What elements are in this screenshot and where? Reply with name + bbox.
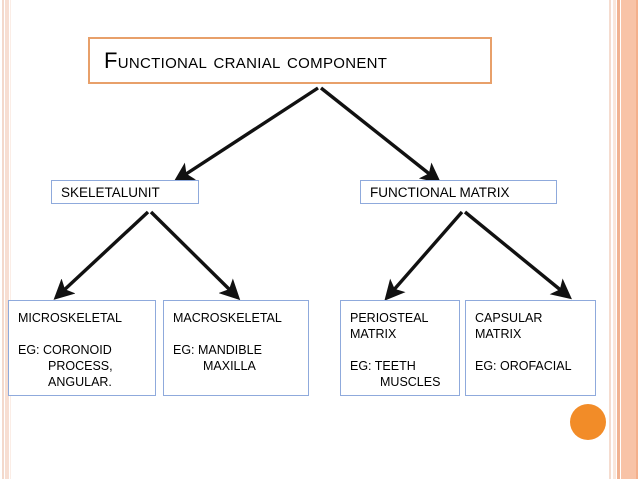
- spacer: [18, 326, 149, 342]
- node-skeletal-unit: SKELETALUNIT: [51, 180, 199, 204]
- node-skeletal-unit-label: SKELETALUNIT: [61, 184, 160, 200]
- left-edge-stripe-1: [2, 0, 4, 479]
- arrow-title-to-skeletalunit: [173, 86, 319, 183]
- page-title: Functional cranial component: [104, 47, 388, 73]
- node-microskeletal: MICROSKELETAL EG: CORONOID PROCESS, ANGU…: [8, 300, 156, 396]
- arrow-skeletalunit-to-macroskeletal: [149, 210, 241, 301]
- spacer: [475, 342, 589, 358]
- arrow-skeletalunit-to-microskeletal: [53, 210, 150, 300]
- node-capsular-matrix-heading: CAPSULAR MATRIX: [475, 311, 543, 341]
- right-edge-stripe-1: [609, 0, 611, 479]
- node-microskeletal-example-line1: EG: CORONOID: [18, 343, 112, 357]
- node-periosteal-matrix-example-line2: MUSCLES: [380, 375, 441, 389]
- node-functional-matrix: FUNCTIONAL MATRIX: [360, 180, 557, 204]
- node-capsular-matrix-example-line1: EG: OROFACIAL: [475, 359, 572, 373]
- title-box: Functional cranial component: [88, 37, 492, 84]
- spacer: [350, 342, 453, 358]
- node-periosteal-matrix-example-line1: EG: TEETH: [350, 359, 416, 373]
- right-edge-stripe-4: [621, 0, 638, 479]
- node-microskeletal-example-line2: PROCESS,: [48, 359, 113, 373]
- arrow-matrix-to-capsular: [463, 210, 572, 300]
- node-macroskeletal: MACROSKELETAL EG: MANDIBLE MAXILLA: [163, 300, 309, 396]
- spacer: [173, 326, 302, 342]
- node-periosteal-matrix: PERIOSTEAL MATRIX EG: TEETH MUSCLES: [340, 300, 460, 396]
- arrow-matrix-to-periosteal: [384, 210, 464, 301]
- arrow-title-to-functionalmatrix: [319, 86, 442, 184]
- node-macroskeletal-heading: MACROSKELETAL: [173, 311, 282, 325]
- right-edge-stripe-3: [617, 0, 620, 479]
- node-periosteal-matrix-heading: PERIOSTEAL MATRIX: [350, 311, 429, 341]
- node-microskeletal-heading: MICROSKELETAL: [18, 311, 122, 325]
- node-microskeletal-example-line3: ANGULAR.: [48, 375, 112, 389]
- node-functional-matrix-label: FUNCTIONAL MATRIX: [370, 184, 510, 200]
- right-edge-stripe-2: [613, 0, 616, 479]
- left-edge-stripe-3: [10, 0, 11, 479]
- node-macroskeletal-example-line1: EG: MANDIBLE: [173, 343, 262, 357]
- node-capsular-matrix: CAPSULAR MATRIX EG: OROFACIAL: [465, 300, 596, 396]
- left-edge-stripe-2: [5, 0, 9, 479]
- node-macroskeletal-example-line2: MAXILLA: [203, 359, 256, 373]
- accent-circle-icon: [570, 404, 606, 440]
